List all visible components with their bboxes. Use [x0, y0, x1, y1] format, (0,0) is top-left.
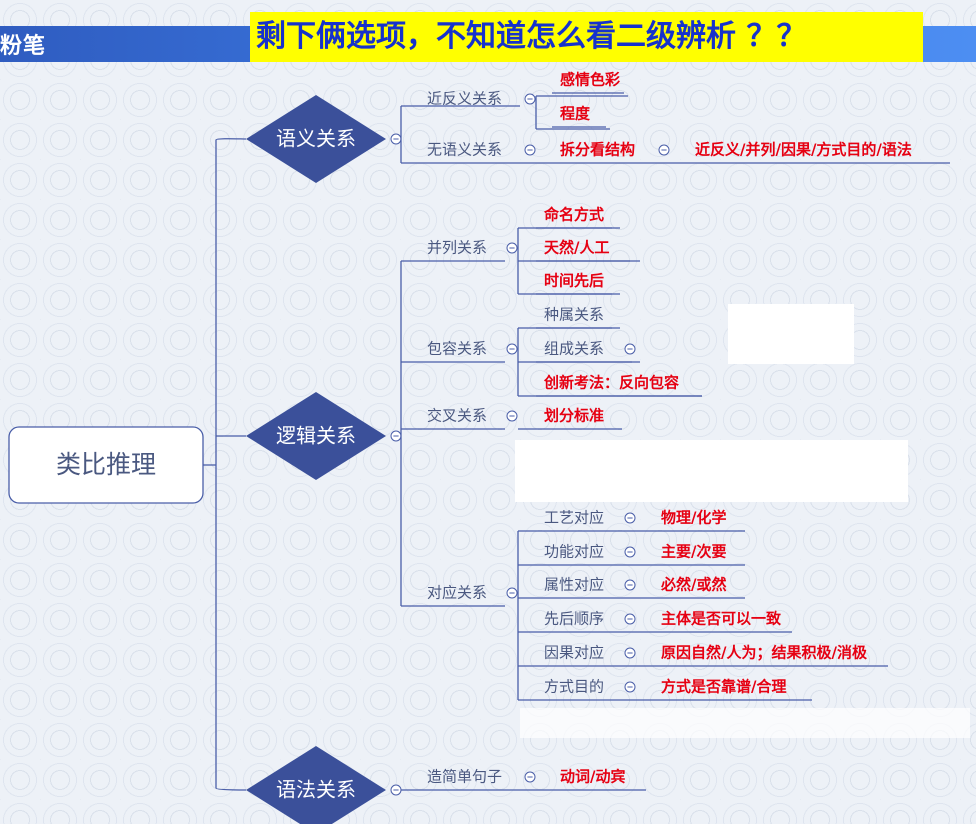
- leaf-label: 主要/次要: [661, 543, 726, 561]
- root-label: 类比推理: [56, 450, 156, 479]
- sub-node-label: 组成关系: [544, 340, 604, 358]
- leaf-label: 命名方式: [543, 206, 604, 224]
- root-trunk: [215, 138, 247, 791]
- item-label: 对应关系: [427, 584, 487, 602]
- leaf-label: 创新考法：反向包容: [543, 374, 679, 392]
- redaction-patch: [515, 440, 908, 502]
- branch-label: 逻辑关系: [276, 424, 356, 448]
- sub-node-label: 种属关系: [544, 306, 604, 324]
- branch-connector: [400, 260, 505, 607]
- redaction-patch: [728, 304, 854, 364]
- item-label: 近反义关系: [427, 90, 502, 108]
- item-connector: [535, 95, 628, 130]
- faded-patch: [520, 708, 970, 738]
- leaf-label: 近反义/并列/因果/方式目的/语法: [695, 141, 912, 159]
- branch-label: 语义关系: [276, 127, 356, 151]
- sub-node-label: 功能对应: [544, 543, 604, 561]
- item-label: 交叉关系: [427, 407, 487, 425]
- leaf-label: 感情色彩: [560, 71, 620, 89]
- leaf-label: 主体是否可以一致: [661, 610, 782, 628]
- brand-logo-text: 粉笔: [0, 34, 47, 59]
- branch-diamond: [246, 746, 386, 824]
- branch-connector: [400, 105, 548, 164]
- branch-diamond: [246, 95, 386, 183]
- leaf-label: 天然/人工: [544, 239, 609, 257]
- question-annotation: 剩下俩选项，不知道怎么看二级辨析 ？？: [250, 12, 923, 62]
- item-label: 造简单句子: [427, 768, 502, 786]
- leaf-label: 方式是否靠谱/合理: [661, 678, 786, 696]
- sub-node-label: 属性对应: [544, 576, 604, 594]
- sub-node-label: 因果对应: [544, 644, 604, 662]
- item-label: 并列关系: [427, 239, 487, 257]
- sub-node-label: 方式目的: [544, 678, 604, 696]
- sub-node-label: 先后顺序: [544, 610, 604, 628]
- leaf-label: 必然/或然: [660, 576, 726, 594]
- leaf-label: 程度: [560, 105, 591, 123]
- leaf-label: 动词/动宾: [560, 768, 625, 786]
- branch-diamond: [246, 392, 386, 480]
- leaf-label: 物理/化学: [661, 509, 726, 527]
- leaf-label: 拆分看结构: [560, 141, 635, 159]
- leaf-label: 原因自然/人为；结果积极/消极: [661, 644, 868, 662]
- leaf-label: 划分标准: [544, 407, 604, 425]
- item-label: 包容关系: [427, 340, 487, 358]
- sub-node-label: 工艺对应: [544, 509, 604, 527]
- leaf-label: 时间先后: [544, 272, 604, 290]
- branch-label: 语法关系: [276, 778, 356, 802]
- item-label: 无语义关系: [427, 141, 502, 159]
